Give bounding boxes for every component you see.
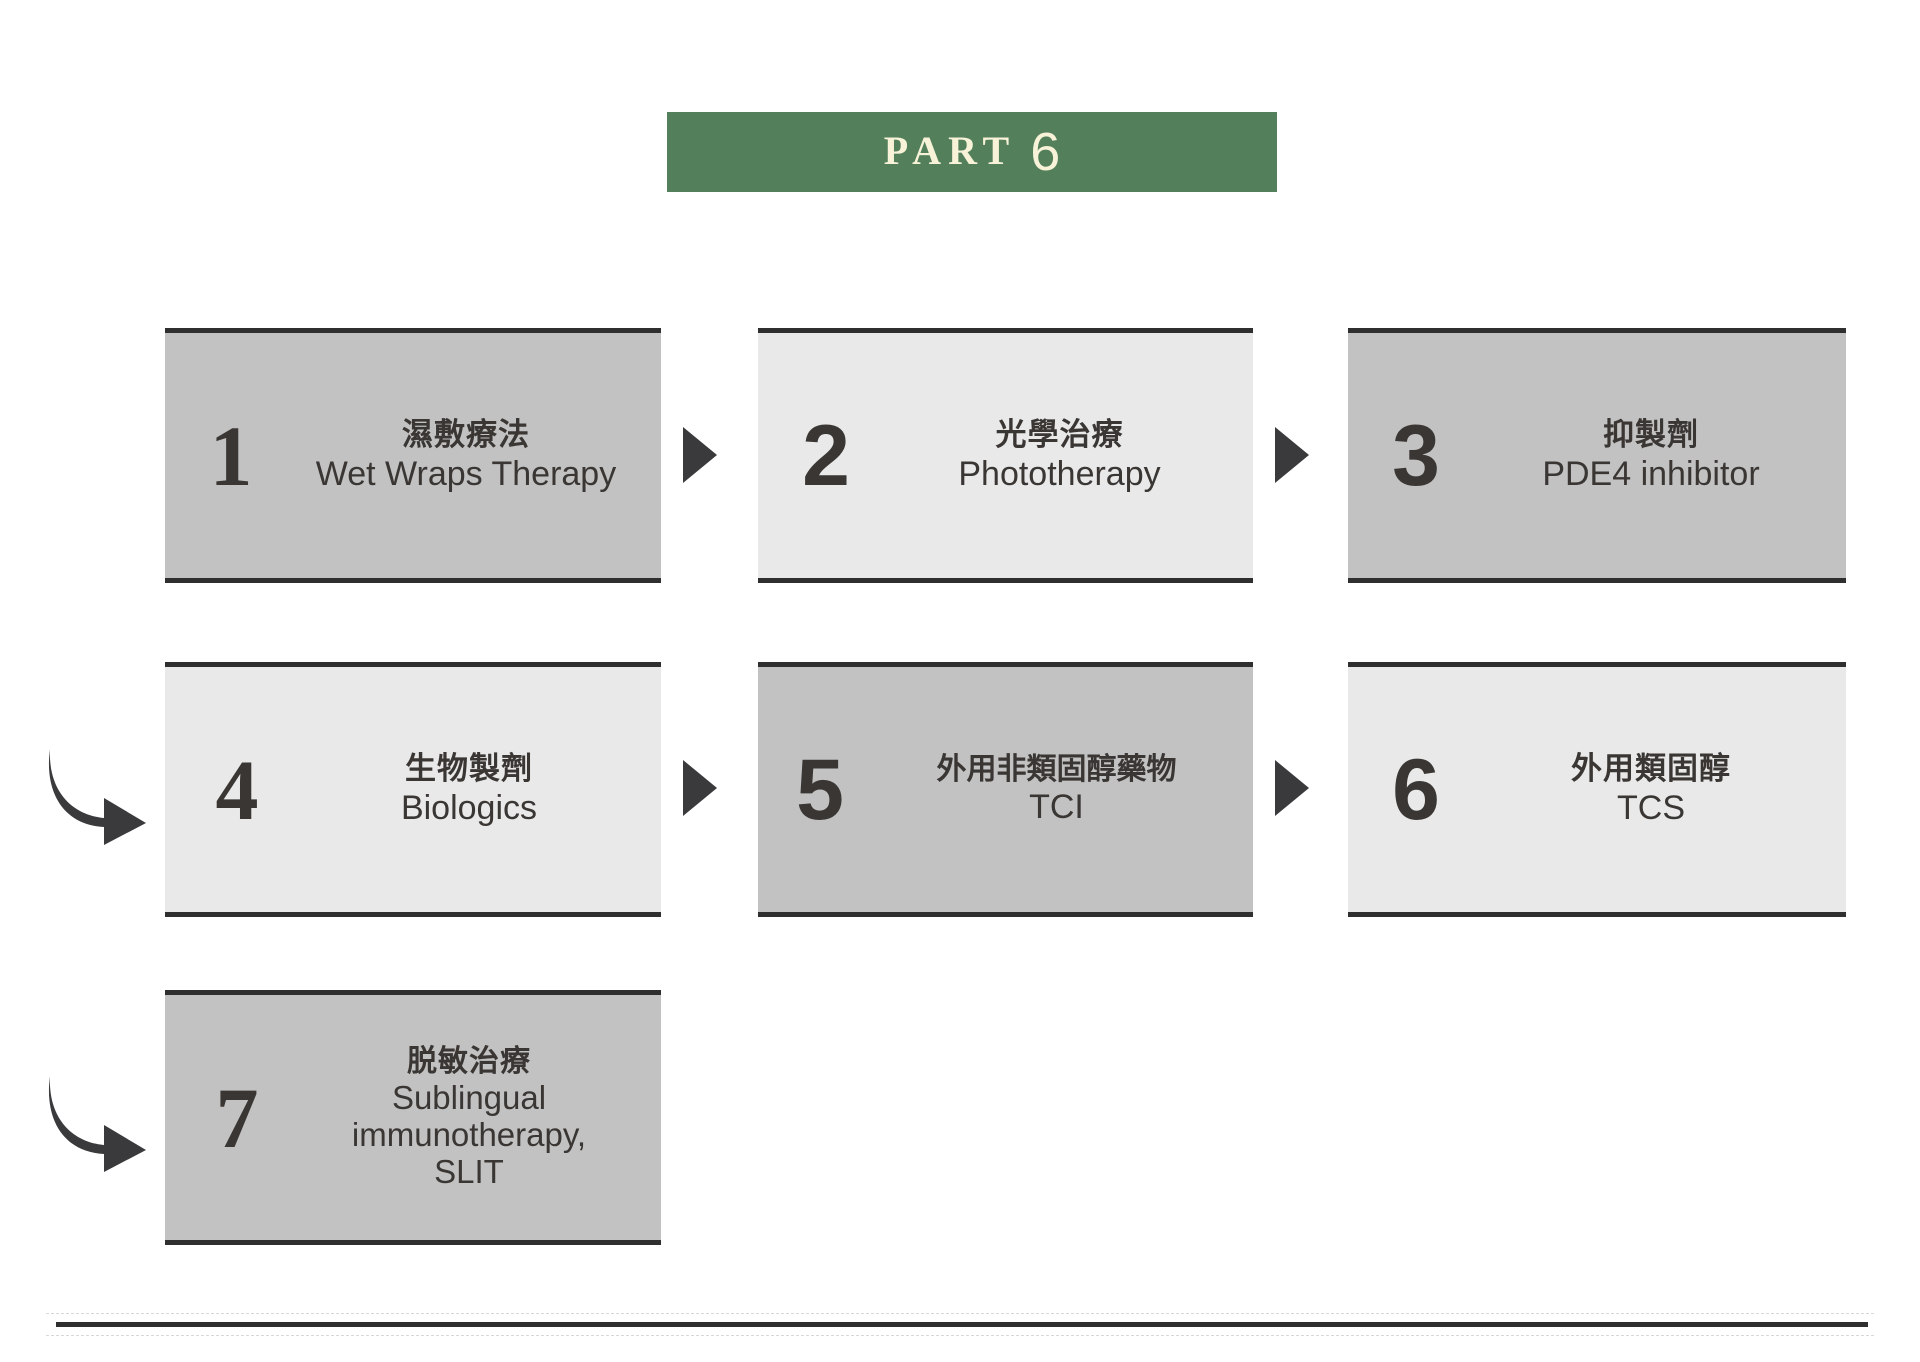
card-number-6: 6 bbox=[1392, 741, 1440, 838]
card-text-4: 生物製劑 Biologics bbox=[283, 751, 661, 828]
banner-part-label: PART bbox=[883, 128, 1017, 173]
treatment-card-1[interactable]: 1 濕敷療法 Wet Wraps Therapy bbox=[165, 328, 661, 583]
card-title-zh-5: 外用非類固醇藥物 bbox=[936, 752, 1177, 786]
banner-part-number: 6 bbox=[1030, 122, 1061, 182]
card-title-en-5: TCI bbox=[1029, 788, 1084, 827]
card-text-7: 脱敏治療 Sublingual immunotherapy, SLIT bbox=[283, 1044, 661, 1190]
treatment-card-6[interactable]: 6 外用類固醇 TCS bbox=[1348, 662, 1846, 917]
card-text-2: 光學治療 Phototherapy bbox=[872, 417, 1253, 494]
card-title-en-6: TCS bbox=[1617, 788, 1685, 827]
card-title-zh-2: 光學治療 bbox=[995, 417, 1124, 453]
triangle-right-icon bbox=[683, 760, 717, 816]
card-text-5: 外用非類固醇藥物 TCI bbox=[866, 752, 1253, 828]
bottom-guide-dashed-bottom bbox=[46, 1335, 1874, 1336]
card-text-6: 外用類固醇 TCS bbox=[1462, 751, 1846, 828]
card-title-en-3: PDE4 inhibitor bbox=[1542, 454, 1760, 493]
curved-arrow-down-right-icon bbox=[42, 1062, 152, 1172]
card-text-1: 濕敷療法 Wet Wraps Therapy bbox=[277, 417, 661, 494]
treatment-card-3[interactable]: 3 抑製劑 PDE4 inhibitor bbox=[1348, 328, 1846, 583]
card-title-en-2: Phototherapy bbox=[958, 454, 1161, 493]
card-title-zh-1: 濕敷療法 bbox=[402, 417, 530, 453]
card-title-en-4: Biologics bbox=[400, 788, 538, 827]
card-number-5: 5 bbox=[796, 741, 844, 838]
triangle-right-icon bbox=[1275, 427, 1309, 483]
bottom-guide-dashed-top bbox=[46, 1313, 1874, 1314]
treatment-card-5[interactable]: 5 外用非類固醇藥物 TCI bbox=[758, 662, 1253, 917]
card-number-2: 2 bbox=[802, 407, 850, 504]
card-number-7: 7 bbox=[215, 1069, 259, 1166]
card-text-3: 抑製劑 PDE4 inhibitor bbox=[1462, 417, 1846, 494]
treatment-card-2[interactable]: 2 光學治療 Phototherapy bbox=[758, 328, 1253, 583]
card-number-3: 3 bbox=[1392, 407, 1440, 504]
card-title-zh-4: 生物製劑 bbox=[405, 751, 533, 787]
card-title-zh-7: 脱敏治療 bbox=[407, 1045, 531, 1079]
triangle-right-icon bbox=[683, 427, 717, 483]
card-title-en-1: Wet Wraps Therapy bbox=[315, 454, 617, 493]
treatment-card-4[interactable]: 4 生物製劑 Biologics bbox=[165, 662, 661, 917]
bottom-divider bbox=[56, 1322, 1868, 1327]
treatment-card-7[interactable]: 7 脱敏治療 Sublingual immunotherapy, SLIT bbox=[165, 990, 661, 1245]
card-number-4: 4 bbox=[215, 741, 259, 838]
card-number-1: 1 bbox=[209, 407, 253, 504]
part-banner: PART 6 bbox=[667, 112, 1277, 192]
triangle-right-icon bbox=[1275, 760, 1309, 816]
card-title-en-7: Sublingual immunotherapy, SLIT bbox=[351, 1078, 587, 1190]
card-title-zh-6: 外用類固醇 bbox=[1571, 751, 1731, 787]
curved-arrow-down-right-icon bbox=[42, 735, 152, 845]
card-title-zh-3: 抑製劑 bbox=[1603, 417, 1699, 453]
